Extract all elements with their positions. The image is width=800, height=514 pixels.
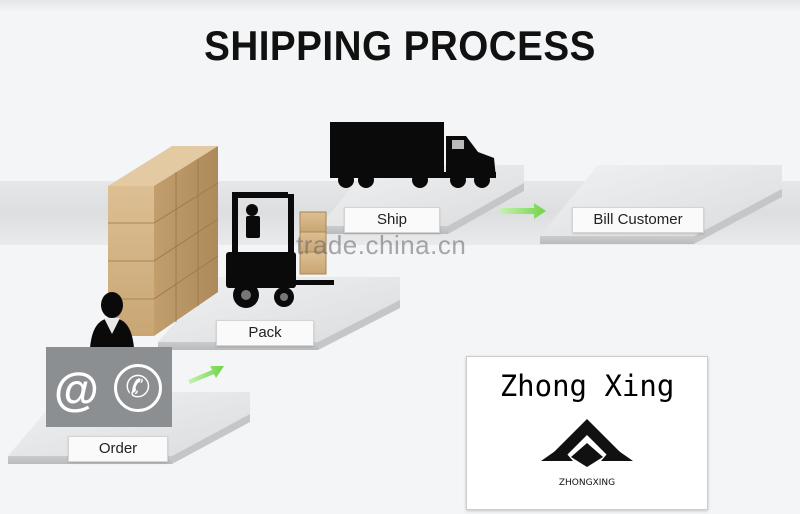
top-rule: [0, 0, 800, 12]
zhongxing-logo-icon: ZHONGXING: [541, 419, 633, 488]
forklift-icon: [226, 192, 334, 308]
step-label-bill-customer: Bill Customer: [572, 207, 704, 233]
step-label-pack: Pack: [216, 320, 314, 346]
arrow-icon: [500, 203, 546, 219]
person-icon: [90, 292, 134, 348]
company-name: Zhong Xing: [499, 369, 675, 403]
box-stack: [108, 146, 219, 336]
truck-icon: [330, 122, 496, 188]
step-label-order: Order: [68, 436, 168, 462]
page-title: SHIPPING PROCESS: [204, 22, 596, 69]
step-label-ship: Ship: [344, 207, 440, 233]
watermark: trade.china.cn: [296, 230, 467, 260]
forklift-boxes: [299, 211, 327, 275]
at-icon: @: [54, 363, 99, 415]
logo-wordmark: ZHONGXING: [559, 478, 615, 488]
phone-icon: ✆: [114, 364, 162, 412]
arrow-icon: [188, 366, 224, 384]
company-logo-card: Zhong Xing ZHONGXING: [466, 356, 708, 510]
